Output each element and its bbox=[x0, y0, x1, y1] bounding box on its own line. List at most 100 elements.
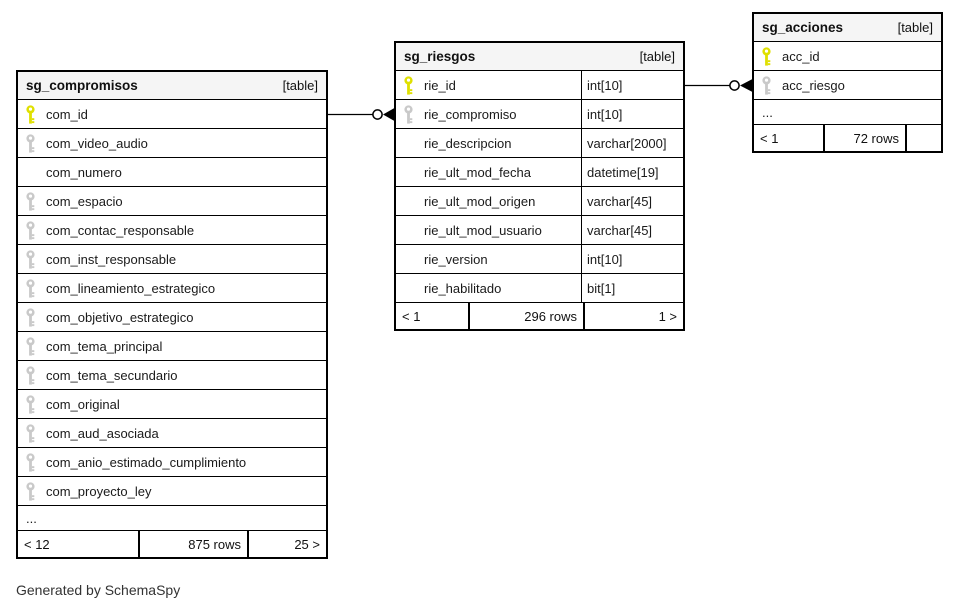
column-name: com_inst_responsable bbox=[46, 251, 177, 267]
foreign-key-icon bbox=[18, 419, 46, 447]
truncation-ellipsis: ... bbox=[754, 100, 941, 125]
column-type: varchar[2000] bbox=[581, 129, 683, 157]
column-name: com_tema_secundario bbox=[46, 367, 178, 383]
table-header[interactable]: sg_compromisos [table] bbox=[18, 72, 326, 100]
column-name: rie_ult_mod_origen bbox=[424, 193, 536, 209]
hidden-columns-indicator: < 1 bbox=[402, 308, 421, 324]
column-row: com_proyecto_ley bbox=[18, 477, 326, 506]
foreign-key-icon bbox=[18, 361, 46, 389]
column-row: com_inst_responsable bbox=[18, 245, 326, 274]
table-sg_acciones: sg_acciones [table] acc_id acc_riesgo ...… bbox=[752, 12, 943, 153]
column-name: com_video_audio bbox=[46, 135, 148, 151]
generator-credit: Generated by SchemaSpy bbox=[16, 582, 181, 598]
column-name: rie_id bbox=[424, 77, 456, 93]
zero-or-one-circle bbox=[372, 109, 383, 120]
crows-foot-icon bbox=[740, 79, 752, 92]
table-badge: [table] bbox=[897, 20, 933, 35]
column-name: com_lineamiento_estrategico bbox=[46, 280, 216, 296]
column-name: rie_compromiso bbox=[424, 106, 517, 122]
hidden-relations-indicator: 1 > bbox=[583, 303, 683, 329]
column-row: com_lineamiento_estrategico bbox=[18, 274, 326, 303]
foreign-key-icon bbox=[18, 216, 46, 244]
column-type: varchar[45] bbox=[581, 216, 683, 244]
column-name: com_id bbox=[46, 106, 88, 122]
column-name: com_anio_estimado_cumplimiento bbox=[46, 454, 247, 470]
column-name: com_contac_responsable bbox=[46, 222, 195, 238]
no-key-spacer bbox=[18, 158, 46, 186]
no-key-spacer bbox=[396, 187, 424, 215]
column-name: rie_descripcion bbox=[424, 135, 512, 151]
table-name: sg_riesgos bbox=[404, 49, 476, 64]
no-key-spacer bbox=[396, 129, 424, 157]
table-columns: acc_id acc_riesgo bbox=[754, 42, 941, 100]
column-name: com_numero bbox=[46, 164, 122, 180]
hidden-relations-indicator bbox=[905, 125, 941, 151]
no-key-spacer bbox=[396, 245, 424, 273]
column-type: int[10] bbox=[581, 100, 683, 128]
table-columns: com_id com_video_audio com_numero com_espac… bbox=[18, 100, 326, 506]
foreign-key-icon bbox=[18, 303, 46, 331]
column-name: com_proyecto_ley bbox=[46, 483, 152, 499]
table-name: sg_compromisos bbox=[26, 78, 138, 93]
fk-connector-acc_riesgo-to-rie_id bbox=[685, 79, 752, 92]
column-name: acc_id bbox=[782, 48, 820, 64]
table-header[interactable]: sg_acciones [table] bbox=[754, 14, 941, 42]
primary-key-icon bbox=[754, 42, 782, 70]
column-name: com_original bbox=[46, 396, 120, 412]
column-name: com_espacio bbox=[46, 193, 123, 209]
column-name: rie_ult_mod_usuario bbox=[424, 222, 542, 238]
column-row: com_video_audio bbox=[18, 129, 326, 158]
foreign-key-icon bbox=[18, 274, 46, 302]
column-row: rie_ult_mod_origen varchar[45] bbox=[396, 187, 683, 216]
column-type: int[10] bbox=[581, 71, 683, 99]
hidden-columns-indicator: < 12 bbox=[24, 536, 50, 552]
hidden-columns-indicator: < 1 bbox=[760, 130, 779, 146]
column-row: rie_compromiso int[10] bbox=[396, 100, 683, 129]
column-type: varchar[45] bbox=[581, 187, 683, 215]
table-columns: rie_id int[10] rie_compromiso int[10] rie_de… bbox=[396, 71, 683, 303]
column-row: rie_id int[10] bbox=[396, 71, 683, 100]
foreign-key-icon bbox=[18, 448, 46, 476]
column-name: com_objetivo_estrategico bbox=[46, 309, 194, 325]
foreign-key-icon bbox=[396, 100, 424, 128]
truncation-ellipsis: ... bbox=[18, 506, 326, 531]
foreign-key-icon bbox=[18, 477, 46, 505]
column-row: com_contac_responsable bbox=[18, 216, 326, 245]
foreign-key-icon bbox=[754, 71, 782, 99]
column-type: int[10] bbox=[581, 245, 683, 273]
column-name: acc_riesgo bbox=[782, 77, 845, 93]
row-count: 296 rows bbox=[468, 303, 583, 329]
no-key-spacer bbox=[396, 158, 424, 186]
column-name: com_aud_asociada bbox=[46, 425, 159, 441]
column-row: com_tema_secundario bbox=[18, 361, 326, 390]
foreign-key-icon bbox=[18, 187, 46, 215]
primary-key-icon bbox=[18, 100, 46, 128]
column-row: com_original bbox=[18, 390, 326, 419]
foreign-key-icon bbox=[18, 332, 46, 360]
table-footer: < 12 875 rows 25 > bbox=[18, 531, 326, 557]
column-name: rie_habilitado bbox=[424, 280, 502, 296]
no-key-spacer bbox=[396, 274, 424, 302]
foreign-key-icon bbox=[18, 390, 46, 418]
column-name: rie_version bbox=[424, 251, 488, 267]
table-footer: < 1 72 rows bbox=[754, 125, 941, 151]
zero-or-one-circle bbox=[729, 80, 740, 91]
primary-key-icon bbox=[396, 71, 424, 99]
table-header[interactable]: sg_riesgos [table] bbox=[396, 43, 683, 71]
row-count: 72 rows bbox=[823, 125, 905, 151]
crows-foot-icon bbox=[383, 108, 394, 121]
column-row: rie_ult_mod_usuario varchar[45] bbox=[396, 216, 683, 245]
foreign-key-icon bbox=[18, 129, 46, 157]
table-badge: [table] bbox=[639, 49, 675, 64]
no-key-spacer bbox=[396, 216, 424, 244]
column-row: acc_id bbox=[754, 42, 941, 71]
row-count: 875 rows bbox=[138, 531, 247, 557]
column-row: com_id bbox=[18, 100, 326, 129]
column-row: com_aud_asociada bbox=[18, 419, 326, 448]
column-row: acc_riesgo bbox=[754, 71, 941, 100]
column-row: com_anio_estimado_cumplimiento bbox=[18, 448, 326, 477]
column-row: com_numero bbox=[18, 158, 326, 187]
